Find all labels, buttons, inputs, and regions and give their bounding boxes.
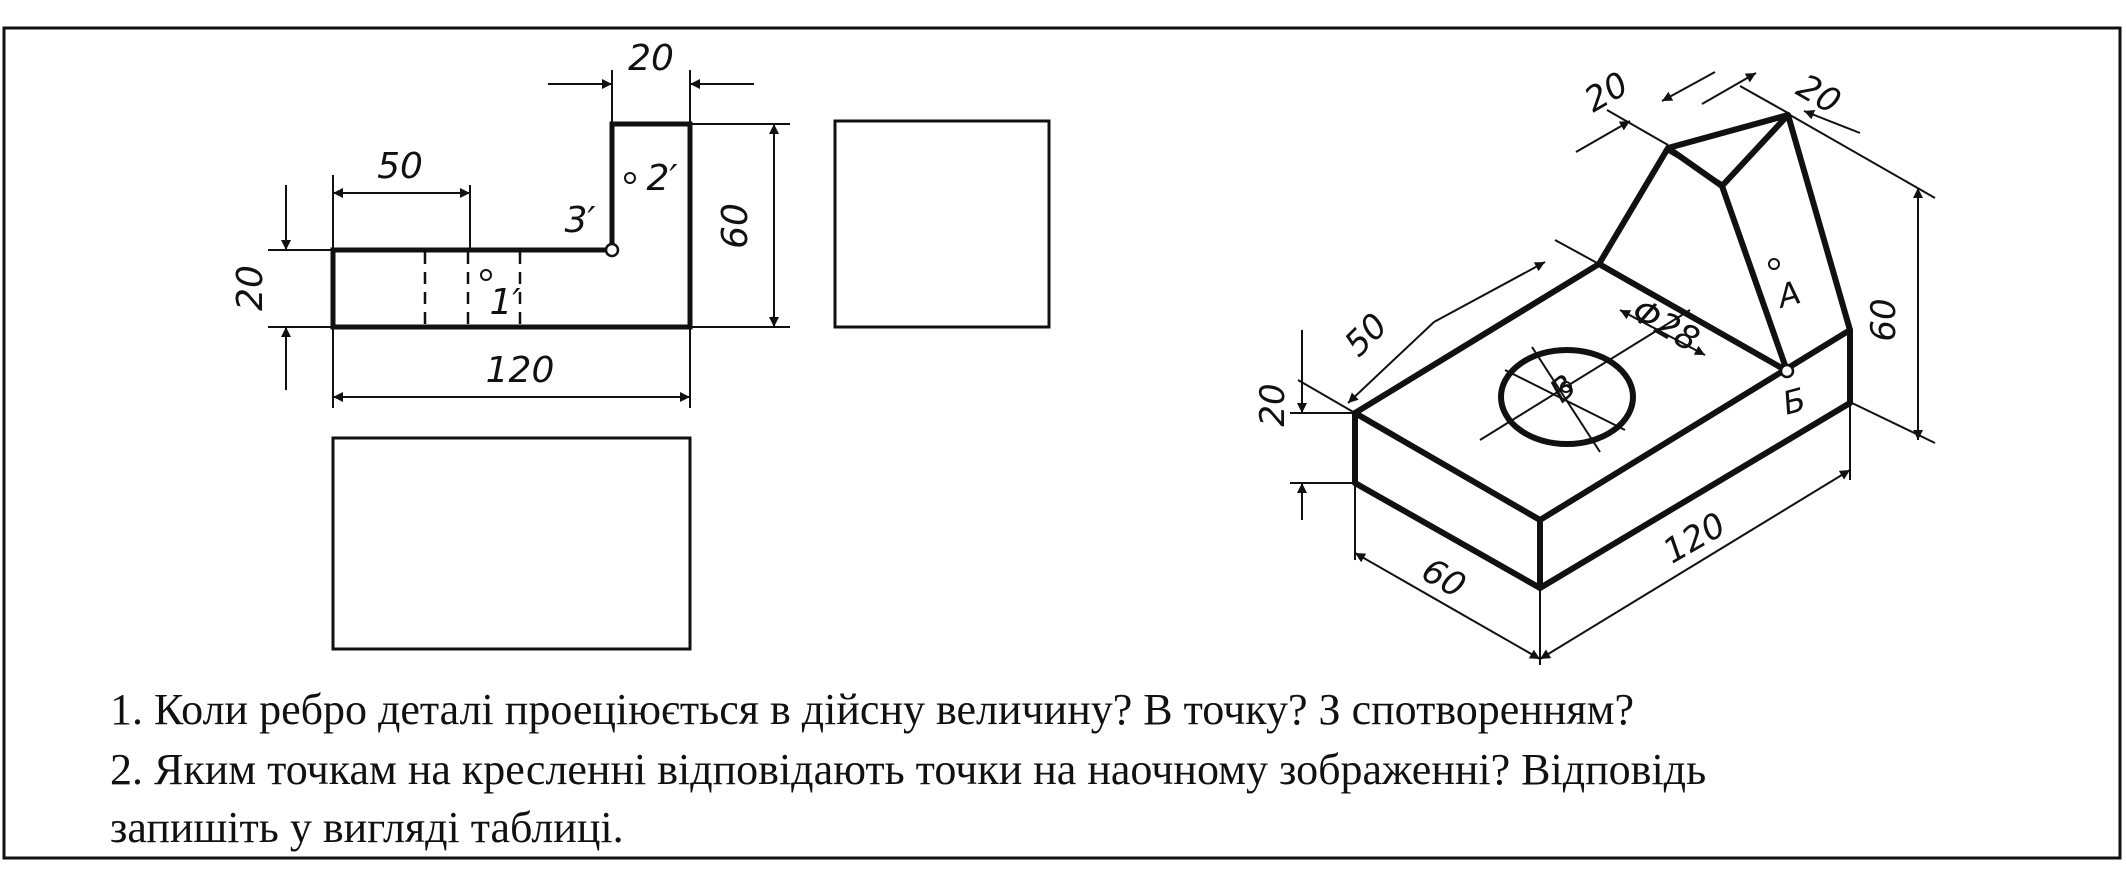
point-b-marker [1779,363,1795,379]
point-c-marker [1560,381,1572,393]
point-3-marker [604,242,620,258]
ortho-point-2-label: 2′ [646,158,677,199]
ortho-dim-step-length: 50 [377,146,423,187]
front-view-hidden-lines [423,252,522,325]
iso-dim-top-a: 20 [1578,64,1635,120]
ortho-dim-base-height: 20 [230,265,271,311]
ortho-point-1-label: 1′ [489,282,520,323]
ortho-dim-top-width: 20 [628,38,674,79]
iso-dim-width: 60 [1415,550,1472,606]
question-2-line-2: запишіть у вигляді таблиці. [110,803,624,852]
iso-dim-base-height: 20 [1253,383,1293,426]
sheet-border [2,26,2122,860]
iso-dim-height: 60 [1864,298,1904,341]
iso-point-a-label: А [1772,273,1805,316]
side-view [833,119,1051,329]
top-view [331,436,692,651]
point-1-marker [480,269,492,281]
question-2-line-1: 2. Яким точкам на кресленні відповідають… [110,745,1707,794]
ortho-point-3-label: 3′ [564,200,595,241]
ortho-dim-total-height: 60 [715,203,756,249]
isometric-dimension-lines [1290,71,1936,665]
point-2-marker [624,172,636,184]
iso-dim-step: 50 [1337,306,1396,365]
question-1: 1. Коли ребро деталі проеціюється в дійс… [110,685,1635,734]
iso-dim-top-b: 20 [1790,66,1847,122]
ortho-dimension-lines [268,70,790,408]
isometric-body [1352,112,1853,591]
iso-point-b-label: Б [1779,380,1810,422]
point-a-marker [1768,258,1780,270]
ortho-dim-length: 120 [486,350,555,391]
